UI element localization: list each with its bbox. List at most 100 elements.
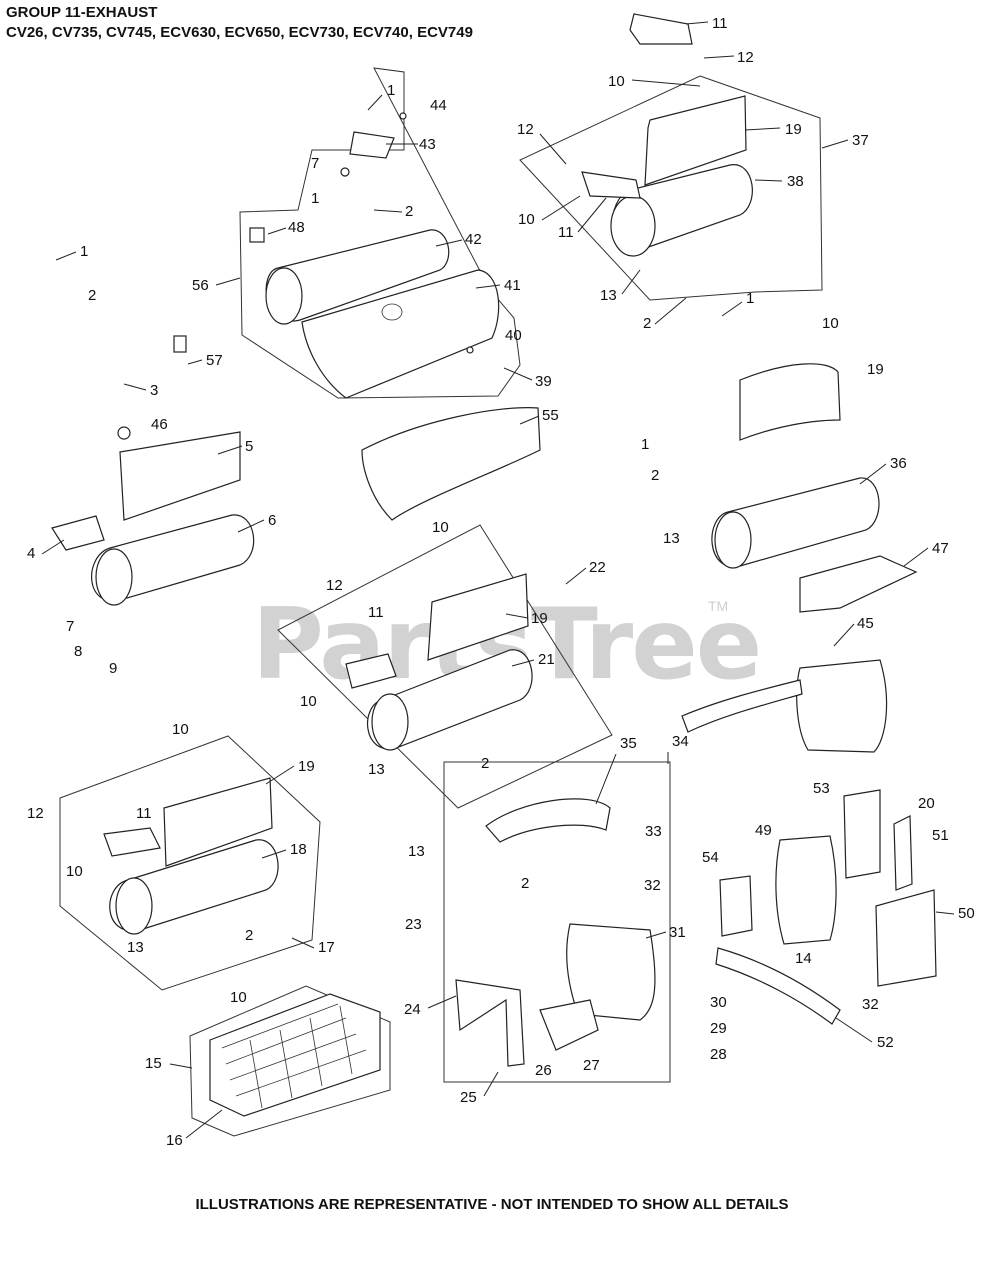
- heat-shield-55: [361, 407, 541, 521]
- callout-12: 12: [517, 121, 534, 138]
- callout-19: 19: [298, 758, 315, 775]
- leader-48: [267, 227, 287, 235]
- callout-40: 40: [505, 327, 522, 344]
- bracket-11-center: [345, 653, 397, 689]
- leader-11-top: [685, 21, 709, 25]
- hot-label-41: [381, 303, 403, 321]
- callout-2: 2: [521, 875, 529, 892]
- leader-4: [41, 539, 65, 555]
- leader-21: [511, 659, 535, 667]
- callout-17: 17: [318, 939, 335, 956]
- leader-37: [821, 139, 849, 149]
- muffler-21: [367, 649, 533, 750]
- bracket-53: [843, 789, 881, 879]
- callout-2: 2: [643, 315, 651, 332]
- callout-10: 10: [518, 211, 535, 228]
- leader-17: [291, 937, 315, 949]
- heat-shield-5: [119, 431, 241, 521]
- callout-19: 19: [531, 610, 548, 627]
- callout-11: 11: [558, 224, 574, 241]
- bracket-47: [799, 555, 918, 613]
- callout-26: 26: [535, 1062, 552, 1079]
- pipe-45: [681, 679, 803, 733]
- callout-38: 38: [787, 173, 804, 190]
- callout-32: 32: [862, 996, 879, 1013]
- guard-15: [209, 993, 381, 1117]
- bushing-46: [117, 426, 131, 440]
- callout-7: 7: [66, 618, 74, 635]
- callout-24: 24: [404, 1001, 421, 1018]
- leader-1-a: [721, 301, 743, 317]
- callout-4: 4: [27, 545, 35, 562]
- callout-52: 52: [877, 1034, 894, 1051]
- bracket-27: [539, 999, 599, 1051]
- boundary-17: [59, 735, 321, 991]
- leader-2-a: [654, 297, 687, 325]
- callout-5: 5: [245, 438, 253, 455]
- callout-35: 35: [620, 735, 637, 752]
- callout-1: 1: [641, 436, 649, 453]
- nut-7: [340, 167, 350, 177]
- callout-11: 11: [368, 604, 384, 621]
- callout-33: 33: [645, 823, 662, 840]
- muffler-21-end: [371, 693, 409, 751]
- leader-13-a: [621, 269, 641, 295]
- leader-1-b: [367, 94, 383, 111]
- leader-5: [217, 445, 243, 455]
- leader-41: [475, 284, 501, 289]
- muffler-18-end: [115, 877, 153, 935]
- callout-54: 54: [702, 849, 719, 866]
- leader-35: [595, 753, 617, 805]
- callout-13: 13: [408, 843, 425, 860]
- callout-19: 19: [785, 121, 802, 138]
- leader-31: [645, 931, 667, 939]
- callout-12: 12: [737, 49, 754, 66]
- callout-18: 18: [290, 841, 307, 858]
- leader-6: [237, 519, 265, 533]
- callout-57: 57: [206, 352, 223, 369]
- callout-10: 10: [230, 989, 247, 1006]
- callout-13: 13: [600, 287, 617, 304]
- nut-40: [466, 346, 474, 354]
- leader-39: [503, 367, 533, 381]
- callout-25: 25: [460, 1089, 477, 1106]
- spacer-48: [249, 227, 265, 243]
- callout-10: 10: [822, 315, 839, 332]
- leader-12-b: [539, 133, 567, 165]
- callout-30: 30: [710, 994, 727, 1011]
- leader-19-d: [265, 765, 295, 785]
- callout-55: 55: [542, 407, 559, 424]
- heat-shield-19-mid: [427, 573, 529, 661]
- callout-12: 12: [326, 577, 343, 594]
- callout-1: 1: [80, 243, 88, 260]
- callout-2: 2: [651, 467, 659, 484]
- callout-10: 10: [432, 519, 449, 536]
- callout-16: 16: [166, 1132, 183, 1149]
- disclaimer-note: ILLUSTRATIONS ARE REPRESENTATIVE - NOT I…: [195, 1196, 789, 1213]
- bracket-11-top: [629, 13, 693, 45]
- plate-43: [349, 131, 395, 159]
- leader-50: [935, 911, 955, 915]
- boundary-34: [443, 761, 671, 1083]
- callout-13: 13: [368, 761, 385, 778]
- heat-shield-41: [301, 269, 500, 399]
- callout-leaders: [41, 21, 955, 1139]
- leader-10-top: [631, 79, 701, 87]
- leader-12-top: [703, 55, 735, 59]
- callout-19: 19: [867, 361, 884, 378]
- leader-19-c: [505, 613, 529, 619]
- callout-31: 31: [669, 924, 686, 941]
- callout-29: 29: [710, 1020, 727, 1037]
- muffler-36: [711, 477, 880, 568]
- heat-shield-19-low: [163, 777, 273, 867]
- callout-43: 43: [419, 136, 436, 153]
- callout-23: 23: [405, 916, 422, 933]
- leader-36: [859, 463, 887, 485]
- heat-shield-19-right: [739, 363, 841, 441]
- pipe-35: [485, 798, 611, 843]
- callout-42: 42: [465, 231, 482, 248]
- bracket-4: [51, 515, 105, 551]
- guard-15-mesh: [221, 1003, 367, 1109]
- callout-28: 28: [710, 1046, 727, 1063]
